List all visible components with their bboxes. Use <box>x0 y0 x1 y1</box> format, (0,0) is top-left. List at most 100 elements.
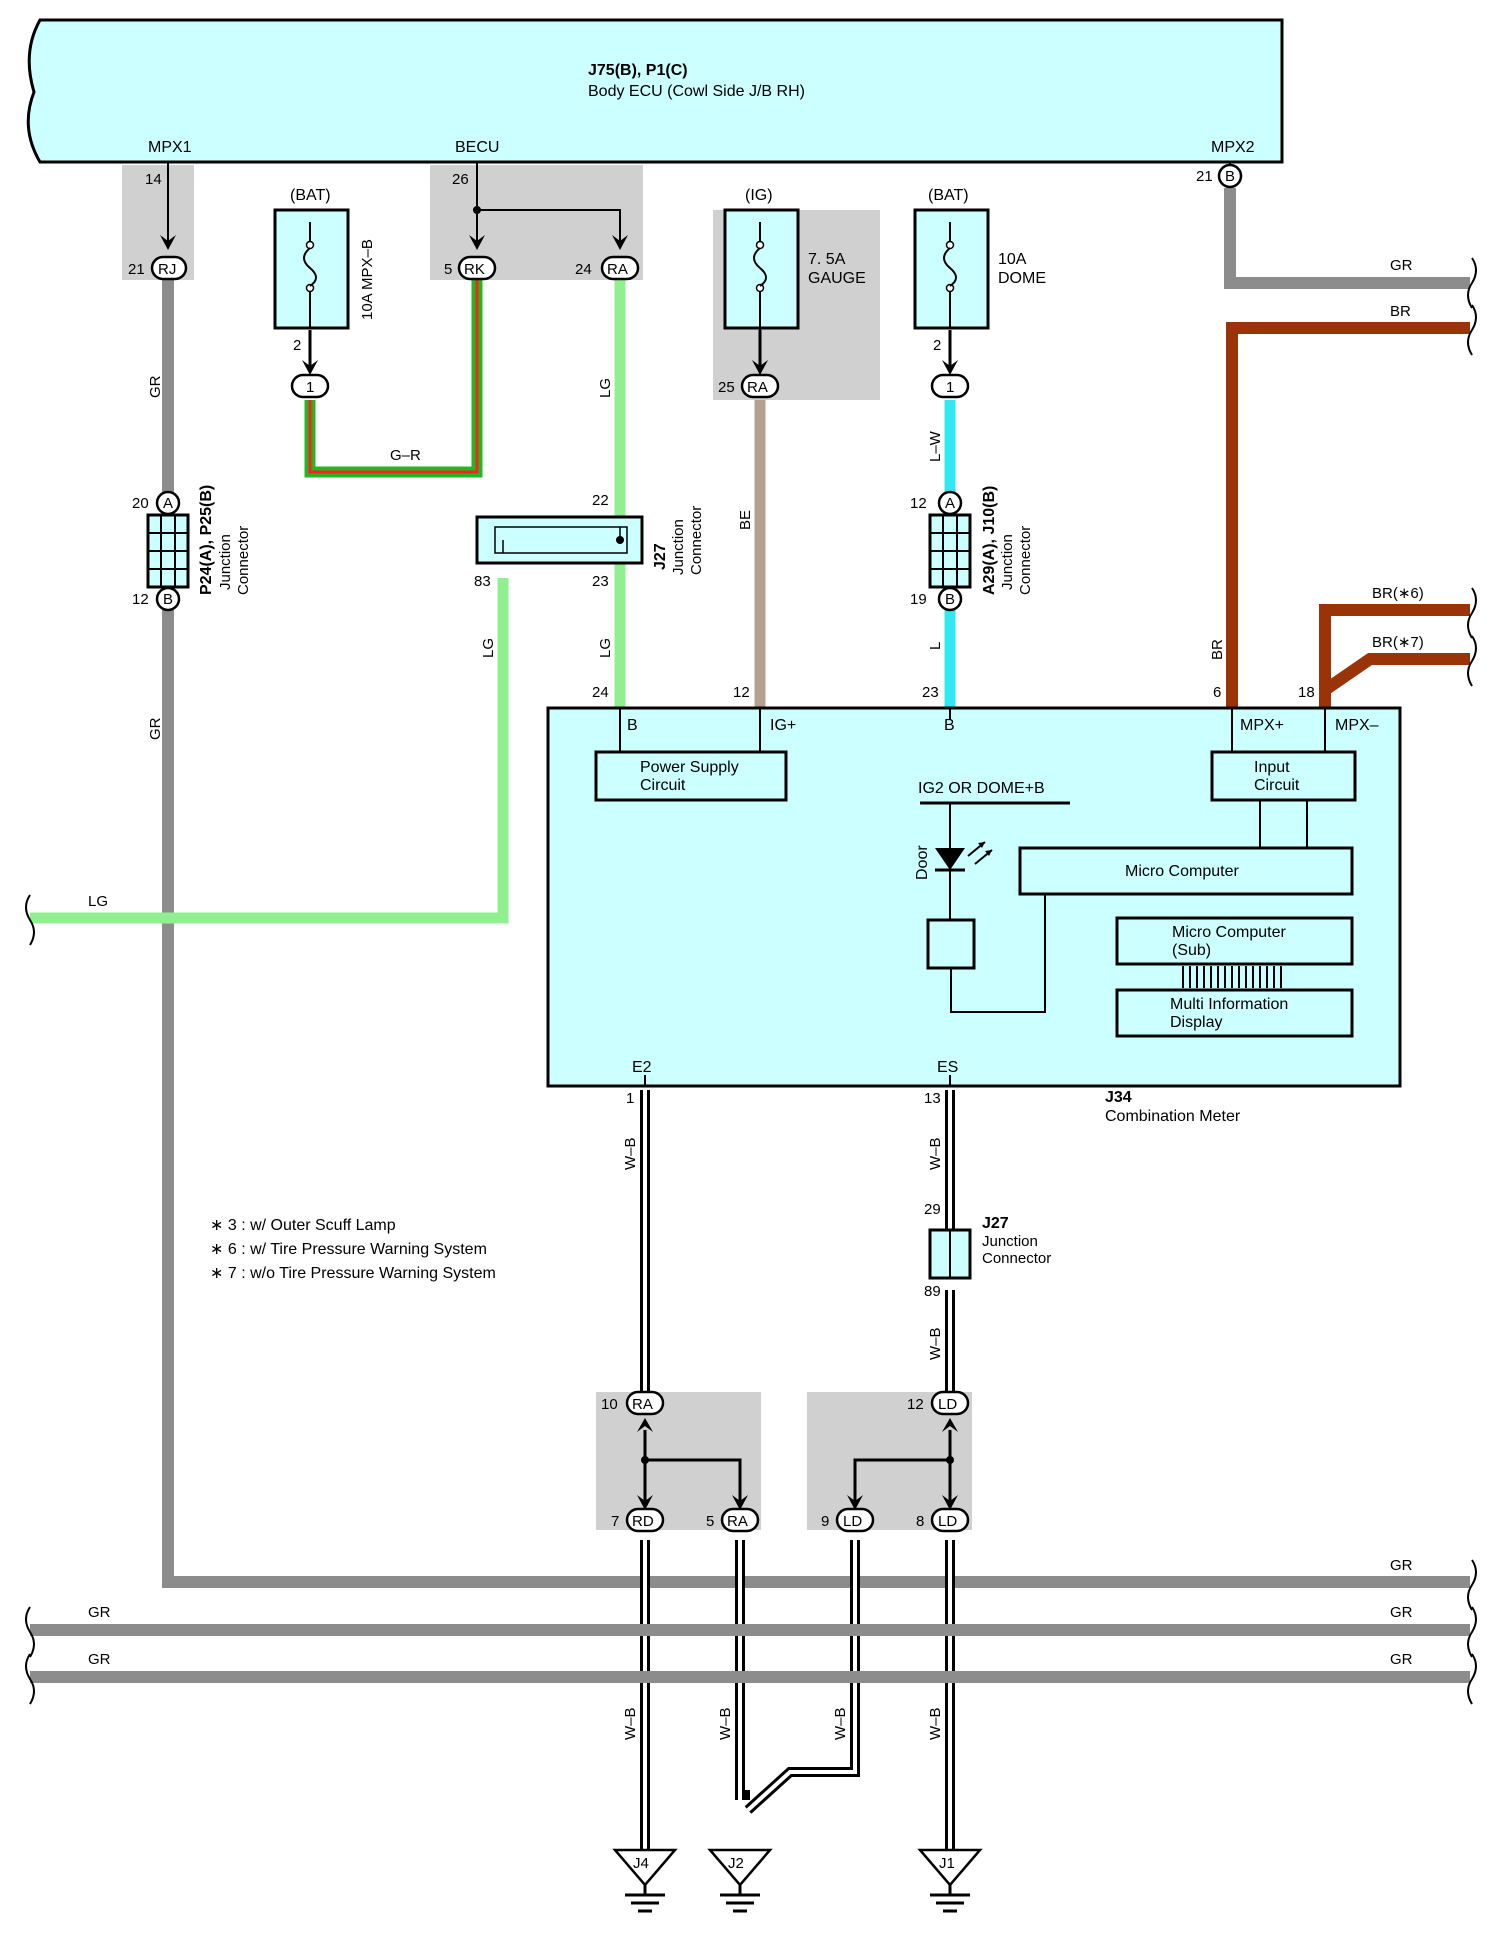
fuse-label-bat-1: (BAT) <box>290 187 331 204</box>
junction-label-a29-code: A29(A), J10(B) <box>981 486 998 595</box>
svg-text:A: A <box>945 495 955 512</box>
ground-j2: J2 <box>707 1848 773 1913</box>
meter-mid-label-1: Multi Information <box>1170 996 1288 1013</box>
wire-label-gr-b3l: GR <box>88 1651 111 1668</box>
svg-text:RK: RK <box>464 261 485 278</box>
fuse-dome <box>913 208 990 330</box>
connector-b-j10: B <box>937 586 963 612</box>
pin-22: 22 <box>592 492 609 509</box>
pin-6: 6 <box>1213 684 1221 701</box>
junction-label-a29-l1: Junction <box>999 534 1016 590</box>
ecu-internal-wiring <box>167 162 1231 245</box>
ecu-code: J75(B), P1(C) <box>588 62 688 79</box>
meter-ig2-label: IG2 OR DOME+B <box>918 780 1045 797</box>
wire-lg-left <box>30 578 509 924</box>
svg-text:A: A <box>163 495 173 512</box>
connector-ra-3: RA <box>625 1390 665 1416</box>
connector-ld-3: LD <box>930 1507 970 1533</box>
connector-ld-2: LD <box>835 1507 875 1533</box>
fuse-mpx-b <box>273 208 350 330</box>
fuse-label-bat-2: (BAT) <box>928 187 969 204</box>
ground-j4: J4 <box>612 1848 678 1913</box>
meter-input-label-1: Input <box>1254 759 1290 776</box>
ground-j1: J1 <box>917 1848 983 1913</box>
svg-text:B: B <box>163 591 173 608</box>
note-line-3: ∗ 7 : w/o Tire Pressure Warning System <box>210 1265 496 1282</box>
connector-b-p25: B <box>155 586 181 612</box>
ecu-pin-becu: BECU <box>455 139 499 156</box>
meter-mid-label-2: Display <box>1170 1014 1222 1031</box>
wire-br-7 <box>1321 653 1470 695</box>
meter-pin-e2: E2 <box>632 1059 652 1076</box>
wire-label-gr-b2l: GR <box>88 1604 111 1621</box>
meter-pin-b: B <box>627 717 638 734</box>
wire-br-6 <box>1319 604 1470 708</box>
ecu-name: Body ECU (Cowl Side J/B RH) <box>588 83 805 100</box>
pin-1: 1 <box>626 1090 634 1107</box>
svg-text:B: B <box>1225 168 1235 185</box>
wire-label-wb-1: W–B <box>622 1137 639 1170</box>
wire-label-gr-b1r: GR <box>1390 1557 1413 1574</box>
svg-text:RJ: RJ <box>158 261 176 278</box>
connector-ra-4: RA <box>720 1507 760 1533</box>
svg-text:RD: RD <box>632 1513 654 1530</box>
pin-23-a: 23 <box>592 573 609 590</box>
svg-text:RA: RA <box>632 1396 653 1413</box>
connector-ra-1: RA <box>600 255 640 281</box>
wire-label-br6: BR(∗6) <box>1372 585 1424 602</box>
note-line-1: ∗ 3 : w/ Outer Scuff Lamp <box>210 1217 396 1234</box>
wire-label-br-r1: BR <box>1390 303 1411 320</box>
wire-label-gr-1: GR <box>147 375 164 398</box>
junction-label-j27a-l2: Connector <box>688 506 705 575</box>
meter-door-label: Door <box>914 845 931 880</box>
fuse-label-mpxb: 10A MPX–B <box>359 239 376 320</box>
body-ecu-box <box>26 18 1284 164</box>
pin-5-rk: 5 <box>444 261 452 278</box>
wire-label-g-r: G–R <box>390 447 421 464</box>
wire-label-be: BE <box>737 510 754 530</box>
junction-a29-j10 <box>928 513 972 589</box>
junction-label-p24-code: P24(A), P25(B) <box>198 485 215 595</box>
meter-power-label-2: Circuit <box>640 777 686 794</box>
svg-text:LD: LD <box>938 1396 957 1413</box>
pin-12-c: 12 <box>733 684 750 701</box>
pin-21-rj: 21 <box>128 261 145 278</box>
note-line-2: ∗ 6 : w/ Tire Pressure Warning System <box>210 1241 487 1258</box>
pin-12-b: 12 <box>910 495 927 512</box>
junction-label-p24-l1: Junction <box>217 534 234 590</box>
wire-label-wb-7: W–B <box>927 1707 944 1740</box>
wire-label-lg-1: LG <box>597 378 614 398</box>
pin-8: 8 <box>916 1513 924 1530</box>
pin-2-a: 2 <box>293 337 301 354</box>
pin-12-d: 12 <box>907 1396 924 1413</box>
junction-p24-p25 <box>146 513 190 589</box>
svg-text:J4: J4 <box>633 1855 649 1872</box>
ecu-pin-mpx1: MPX1 <box>148 139 192 156</box>
wire-label-gr-r1: GR <box>1390 257 1413 274</box>
fuse-label-gauge: GAUGE <box>808 270 866 287</box>
junction-label-j27a-l1: Junction <box>670 519 687 575</box>
wire-label-br-v: BR <box>1209 639 1226 660</box>
meter-power-label-1: Power Supply <box>640 759 739 776</box>
pin-5-b: 5 <box>706 1513 714 1530</box>
fuse-label-dome-amp: 10A <box>998 251 1027 268</box>
wire-label-wb-2: W–B <box>927 1137 944 1170</box>
pin-10: 10 <box>601 1396 618 1413</box>
wire-label-wb-6: W–B <box>832 1707 849 1740</box>
svg-text:J1: J1 <box>939 1855 955 1872</box>
connector-b-mpx2: B <box>1217 163 1243 189</box>
pin-19: 19 <box>910 591 927 608</box>
wire-label-gr-b3r: GR <box>1390 1651 1413 1668</box>
combination-meter <box>546 706 1402 1088</box>
meter-input-label-2: Circuit <box>1254 777 1300 794</box>
connector-ld-1: LD <box>930 1390 970 1416</box>
junction-label-j27b-l1: Junction <box>982 1233 1038 1250</box>
meter-pin-es: ES <box>937 1059 958 1076</box>
pin-14: 14 <box>145 171 162 188</box>
fuse-label-dome: DOME <box>998 270 1046 287</box>
connector-rk: RK <box>457 255 497 281</box>
junction-label-p24-l2: Connector <box>235 526 252 595</box>
pin-83: 83 <box>474 573 491 590</box>
svg-text:1: 1 <box>306 379 314 396</box>
fuse-label-ig: (IG) <box>745 187 773 204</box>
